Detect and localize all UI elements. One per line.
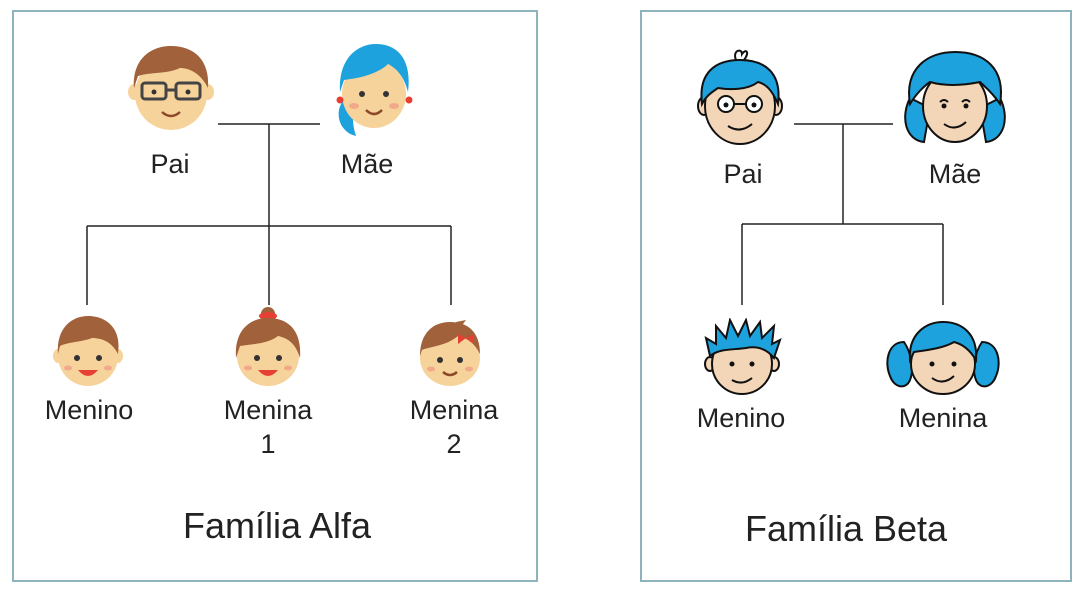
alfa-child-1-label: Menino	[45, 393, 134, 427]
girl-bun-face-icon	[235, 307, 301, 386]
boy-spiky-face-icon	[704, 318, 782, 395]
alfa-child-2-number: 1	[260, 429, 276, 459]
alfa-child-3-name: Menina	[409, 395, 499, 425]
alfa-mother-label: Mãe	[340, 149, 394, 179]
beta-mother-label: Mãe	[928, 159, 982, 189]
alfa-child-1-name: Menino	[44, 395, 134, 425]
girl-bow-face-icon	[420, 320, 480, 386]
beta-child-2-label: Menina	[898, 403, 988, 433]
alfa-child-3-label: Menina 2	[410, 393, 499, 461]
beta-child-1-label: Menino	[696, 403, 786, 433]
mother-sketch-face-icon	[904, 50, 1006, 144]
girl-pigtails-face-icon	[886, 320, 1000, 395]
alfa-father-label: Pai	[150, 149, 190, 179]
alfa-child-3-number: 2	[446, 429, 462, 459]
father-glasses-face-icon	[128, 46, 214, 130]
alfa-child-2-label: Menina 1	[224, 393, 313, 461]
alfa-caption: Família Alfa	[182, 505, 372, 546]
boy-face-icon	[53, 316, 123, 386]
father-sketch-face-icon	[697, 49, 783, 145]
beta-caption: Família Beta	[744, 508, 948, 549]
mother-blue-hair-face-icon	[336, 44, 413, 136]
beta-father-label: Pai	[723, 159, 763, 189]
alfa-child-2-name: Menina	[223, 395, 313, 425]
